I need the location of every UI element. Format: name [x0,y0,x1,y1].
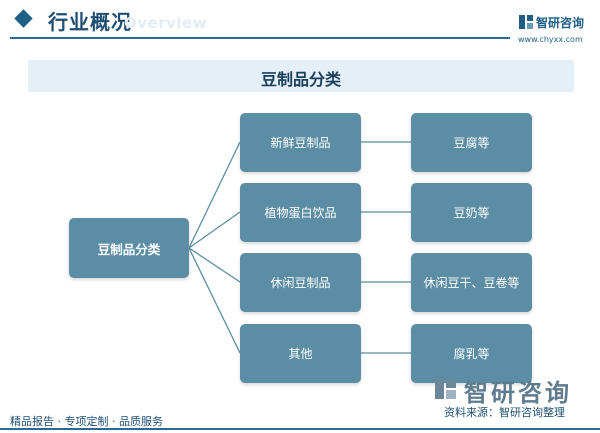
data-source-note: 资料来源：智研咨询整理 [444,406,565,419]
brand-logo-icon [435,379,456,399]
root-node: 豆制品分类 [69,218,189,278]
footer-divider [0,428,600,430]
example-node-fermented-tofu: 腐乳等 [411,324,532,383]
category-node-plant-protein-drink: 植物蛋白饮品 [240,183,361,242]
connector-root-cat-4 [188,247,241,354]
example-node-dried-tofu: 休闲豆干、豆卷等 [411,253,532,312]
diagram-title-banner: 豆制品分类 [28,60,574,92]
diagram-title: 豆制品分类 [260,70,341,89]
brand-logo-icon [519,15,533,29]
footer-tagline: 精品报告 · 专项定制 · 品质服务 [10,415,163,428]
footer-brand-name: 智研咨询 [464,379,572,407]
category-node-other: 其他 [240,324,361,383]
brand-header-logo: 智研咨询 www.chyxx.com [500,10,600,50]
footer-brand-logo: 智研咨询 [432,373,600,407]
connector-root-cat-1 [188,141,241,249]
section-title-en: Overview [124,14,208,32]
header: 行业概况 Overview [0,0,600,48]
example-node-tofu: 豆腐等 [411,113,532,172]
brand-url: www.chyxx.com [518,35,583,44]
category-node-snack: 休闲豆制品 [240,253,361,312]
connector-root-cat-3 [188,247,241,283]
header-divider [10,37,510,39]
connector-root-cat-2 [188,211,241,249]
category-node-fresh: 新鲜豆制品 [240,113,361,172]
example-node-soy-milk: 豆奶等 [411,183,532,242]
section-title: 行业概况 [48,10,132,34]
brand-name: 智研咨询 [536,16,585,30]
